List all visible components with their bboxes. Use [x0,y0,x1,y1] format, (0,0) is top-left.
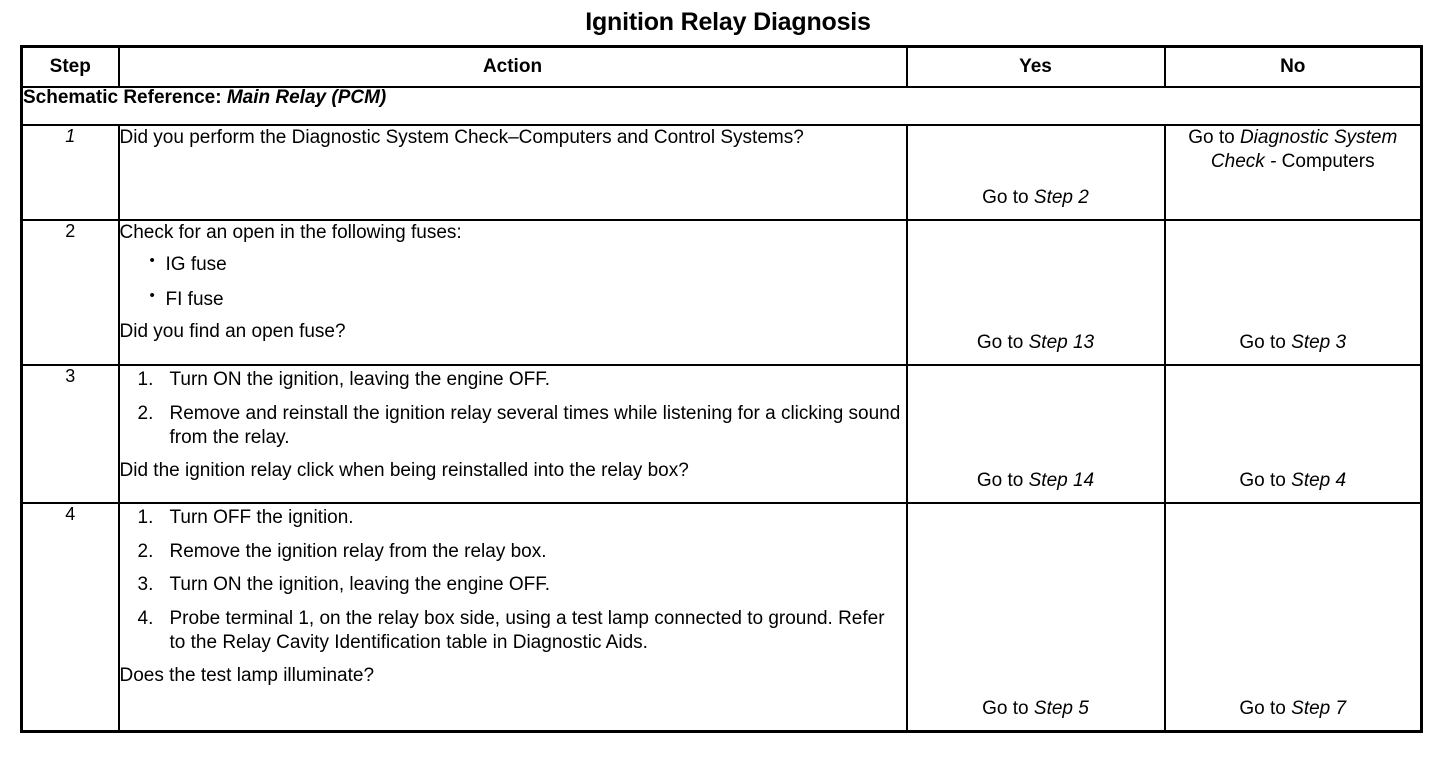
list-item: IG fuse [150,252,906,277]
outcome-no-target: Step 4 [1291,470,1347,492]
action-lead-text: Check for an open in the following fuses… [119,222,462,244]
schematic-reference-cell: Schematic Reference: Main Relay (PCM) [20,86,1423,127]
outcome-yes-target: Step 14 [1028,470,1095,492]
list-item: Probe terminal 1, on the relay box side,… [138,607,885,654]
column-header-yes: Yes [905,45,1166,89]
column-header-no: No [1163,45,1423,89]
step-action: Check for an open in the following fuses… [117,219,908,367]
outcome-yes-prefix: Go to [976,332,1029,354]
schematic-reference-row: Schematic Reference: Main Relay (PCM) [20,86,1423,127]
column-header-action: Action [117,45,908,89]
action-bullet-list: IG fuse FI fuse [120,252,906,312]
step-action: Turn ON the ignition, leaving the engine… [117,364,908,505]
action-question-text: Does the test lamp illuminate? [119,664,375,686]
list-item: Turn ON the ignition, leaving the engine… [138,573,551,597]
step-number: 1 [20,124,120,222]
outcome-no-target: Diagnostic System Check - [1210,127,1398,173]
outcome-yes-target: Step 13 [1028,332,1095,354]
diagnostic-table-wrapper: Step Action Yes No Schematic Reference: … [20,45,1423,733]
step-number: 2 [20,219,120,367]
step-action: Turn OFF the ignition. Remove the igniti… [117,502,908,733]
outcome-yes: Go to Step 5 [905,502,1166,733]
outcome-no: Go to Diagnostic System Check - Computer… [1163,124,1423,222]
outcome-yes: Go to Step 14 [905,364,1166,505]
outcome-yes: Go to Step 13 [905,219,1166,367]
list-item: Remove the ignition relay from the relay… [138,540,547,564]
list-item: Turn OFF the ignition. [138,506,354,530]
action-numbered-list: Turn OFF the ignition. Remove the igniti… [120,506,906,656]
action-question-text: Did you find an open fuse? [119,321,346,343]
list-item: Turn ON the ignition, leaving the engine… [138,368,551,392]
outcome-no: Go to Step 4 [1163,364,1423,505]
table-row: 1 Did you perform the Diagnostic System … [20,124,1423,222]
action-lead-text: Did you perform the Diagnostic System Ch… [119,127,804,149]
outcome-no-prefix: Go to [1239,697,1292,719]
table-row: 4 Turn OFF the ignition. Remove the igni… [20,502,1423,733]
schematic-reference-label: Schematic Reference: [23,87,222,109]
page-title: Ignition Relay Diagnosis [585,8,871,36]
diagnostic-table: Step Action Yes No Schematic Reference: … [20,45,1423,733]
step-number: 3 [20,364,120,505]
list-item: FI fuse [150,287,906,312]
outcome-yes-target: Step 5 [1033,697,1089,719]
action-numbered-list: Turn ON the ignition, leaving the engine… [120,368,906,451]
outcome-no-target: Step 7 [1291,697,1347,719]
schematic-reference-value: Main Relay (PCM) [226,87,387,109]
table-row: 3 Turn ON the ignition, leaving the engi… [20,364,1423,505]
outcome-yes-target: Step 2 [1033,187,1089,209]
schematic-reference-text: Schematic Reference: Main Relay (PCM) [23,87,386,108]
outcome-yes: Go to Step 2 [905,124,1166,222]
outcome-no-suffix: Computers [1281,151,1375,173]
list-item: Remove and reinstall the ignition relay … [138,402,901,449]
table-header-row: Step Action Yes No [20,45,1423,89]
column-header-step: Step [20,45,120,89]
action-question-text: Did the ignition relay click when being … [119,459,689,481]
step-number: 4 [20,502,120,733]
outcome-no: Go to Step 3 [1163,219,1423,367]
outcome-no-prefix: Go to [1188,127,1240,149]
outcome-no-prefix: Go to [1239,470,1292,492]
step-action: Did you perform the Diagnostic System Ch… [117,124,908,222]
outcome-no: Go to Step 7 [1163,502,1423,733]
outcome-yes-prefix: Go to [982,697,1034,719]
outcome-yes-prefix: Go to [982,187,1034,209]
outcome-yes-prefix: Go to [976,470,1029,492]
table-row: 2 Check for an open in the following fus… [20,219,1423,367]
outcome-no-prefix: Go to [1239,332,1292,354]
outcome-no-target: Step 3 [1291,332,1347,354]
table-body: Schematic Reference: Main Relay (PCM) 1 … [20,86,1423,733]
